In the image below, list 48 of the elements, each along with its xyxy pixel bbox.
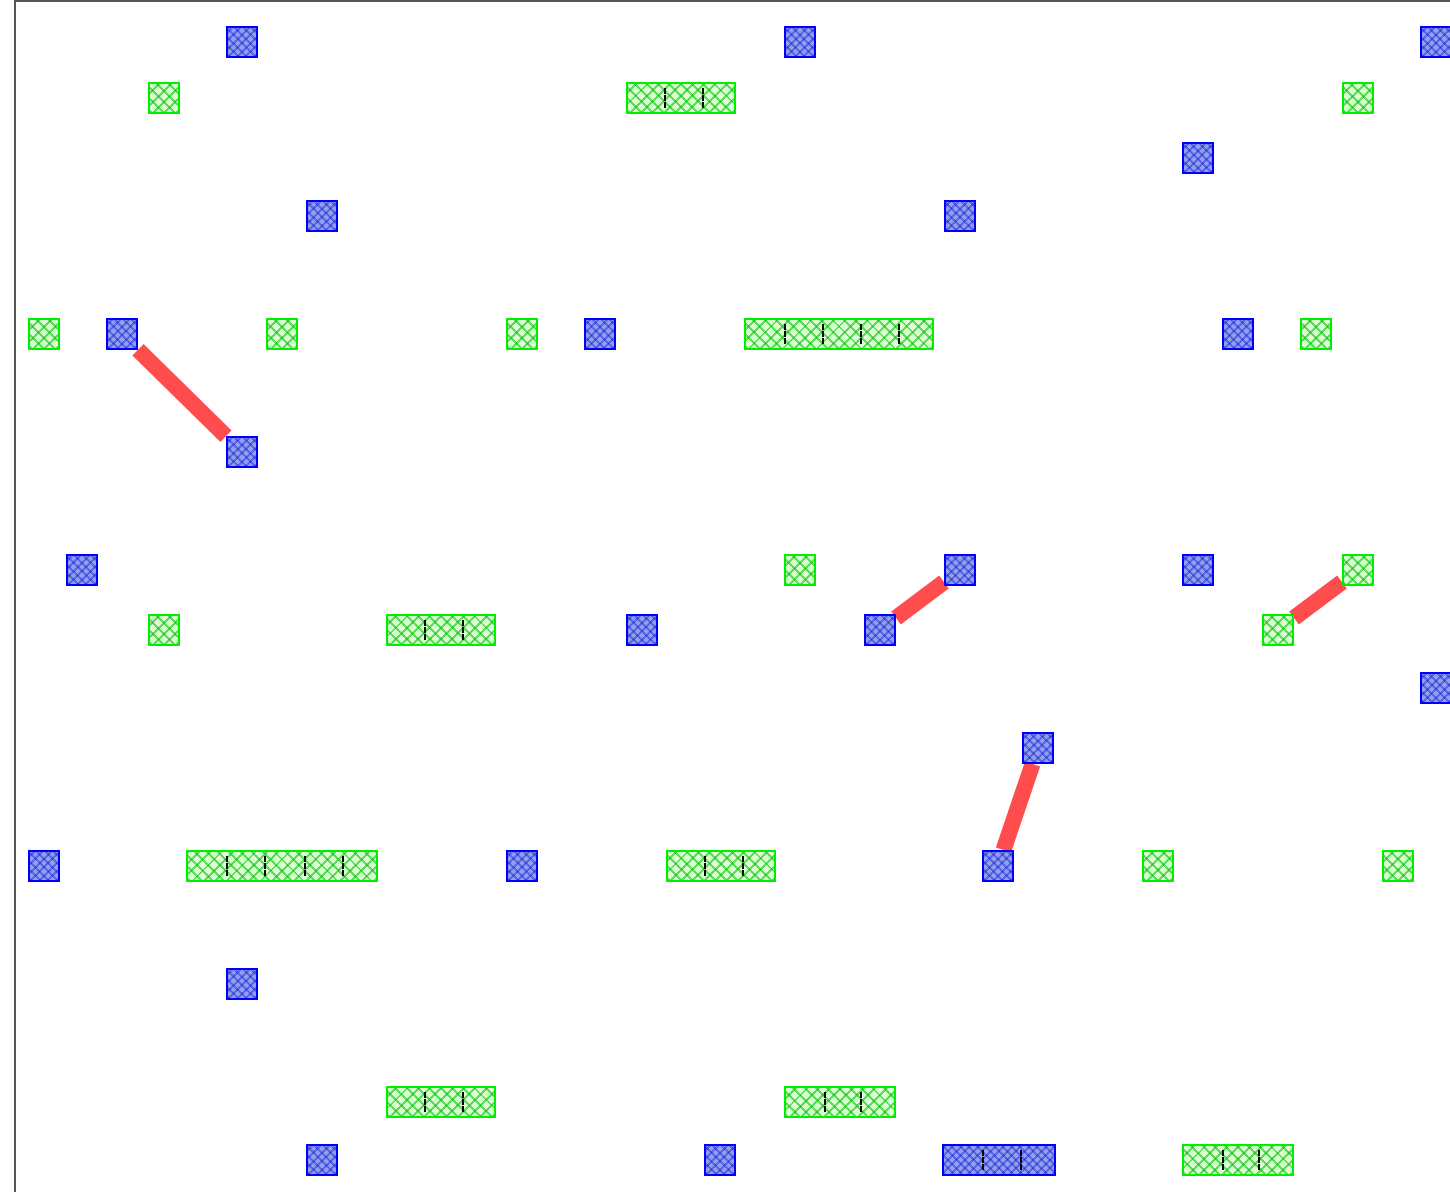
segmented-bar: [186, 850, 378, 882]
square-pad: [28, 318, 60, 350]
square-pad: [1420, 672, 1450, 704]
square-pad: [66, 554, 98, 586]
square-pad: [1300, 318, 1332, 350]
square-pad: [1182, 142, 1214, 174]
square-pad: [784, 554, 816, 586]
square-pad: [506, 850, 538, 882]
square-pad: [1342, 82, 1374, 114]
connector-band: [891, 575, 949, 625]
square-pad: [306, 200, 338, 232]
square-pad: [1262, 614, 1294, 646]
square-pad: [506, 318, 538, 350]
square-pad: [148, 614, 180, 646]
square-pad: [1022, 732, 1054, 764]
connector-band: [132, 344, 232, 442]
segmented-bar: [386, 1086, 496, 1118]
square-pad: [982, 850, 1014, 882]
square-pad: [226, 26, 258, 58]
square-pad: [1342, 554, 1374, 586]
segmented-bar: [942, 1144, 1056, 1176]
square-pad: [106, 318, 138, 350]
square-pad: [704, 1144, 736, 1176]
segmented-bar: [666, 850, 776, 882]
square-pad: [226, 436, 258, 468]
square-pad: [944, 554, 976, 586]
segmented-bar: [1182, 1144, 1294, 1176]
square-pad: [944, 200, 976, 232]
square-pad: [1142, 850, 1174, 882]
segmented-bar: [744, 318, 934, 350]
square-pad: [28, 850, 60, 882]
square-pad: [266, 318, 298, 350]
segmented-bar: [386, 614, 496, 646]
square-pad: [226, 968, 258, 1000]
square-pad: [1382, 850, 1414, 882]
square-pad: [584, 318, 616, 350]
segmented-bar: [784, 1086, 896, 1118]
square-pad: [306, 1144, 338, 1176]
square-pad: [626, 614, 658, 646]
connector-band: [995, 761, 1041, 853]
square-pad: [148, 82, 180, 114]
square-pad: [1182, 554, 1214, 586]
segmented-bar: [626, 82, 736, 114]
square-pad: [1420, 26, 1450, 58]
square-pad: [784, 26, 816, 58]
connector-band: [1289, 575, 1347, 625]
square-pad: [864, 614, 896, 646]
square-pad: [1222, 318, 1254, 350]
